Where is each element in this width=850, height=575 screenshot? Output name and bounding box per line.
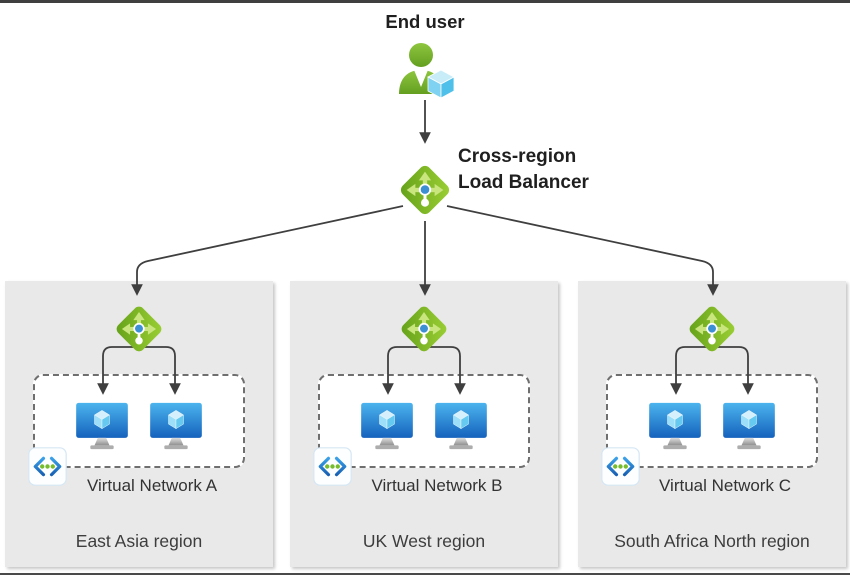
top-border bbox=[0, 0, 850, 3]
lb-label-line2: Load Balancer bbox=[458, 172, 589, 193]
virtual-network-icon bbox=[28, 447, 67, 486]
virtual-machine-icon bbox=[149, 402, 203, 452]
bottom-border bbox=[0, 573, 850, 575]
virtual-network-icon bbox=[313, 447, 352, 486]
region-label: UK West region bbox=[362, 531, 486, 551]
end-user-label: End user bbox=[385, 11, 465, 32]
regional-load-balancer-icon bbox=[686, 303, 738, 355]
vnet-label: Virtual Network B bbox=[371, 476, 503, 495]
lb-label-line1: Cross-region bbox=[458, 146, 577, 167]
region-box-east-asia: Virtual Network A East Asia region bbox=[5, 281, 273, 567]
virtual-machine-icon bbox=[75, 402, 129, 452]
virtual-network-boundary bbox=[33, 374, 245, 468]
virtual-machine-icon bbox=[722, 402, 776, 452]
vnet-label: Virtual Network C bbox=[659, 476, 791, 495]
region-box-uk-west: Virtual Network B UK West region bbox=[290, 281, 558, 567]
cross-region-load-balancer-icon bbox=[397, 162, 453, 218]
cross-region-load-balancer-label: Cross-region Load Balancer bbox=[458, 144, 589, 196]
region-box-south-africa-north: Virtual Network C South Africa North reg… bbox=[578, 281, 846, 567]
virtual-machine-icon bbox=[360, 402, 414, 452]
regional-load-balancer-icon bbox=[113, 303, 165, 355]
virtual-network-icon bbox=[601, 447, 640, 486]
region-label: South Africa North region bbox=[614, 531, 810, 551]
virtual-machine-icon bbox=[434, 402, 488, 452]
vnet-label: Virtual Network A bbox=[86, 476, 218, 495]
region-label: East Asia region bbox=[75, 531, 203, 551]
regional-load-balancer-icon bbox=[398, 303, 450, 355]
virtual-machine-icon bbox=[648, 402, 702, 452]
end-user-icon bbox=[395, 42, 455, 98]
